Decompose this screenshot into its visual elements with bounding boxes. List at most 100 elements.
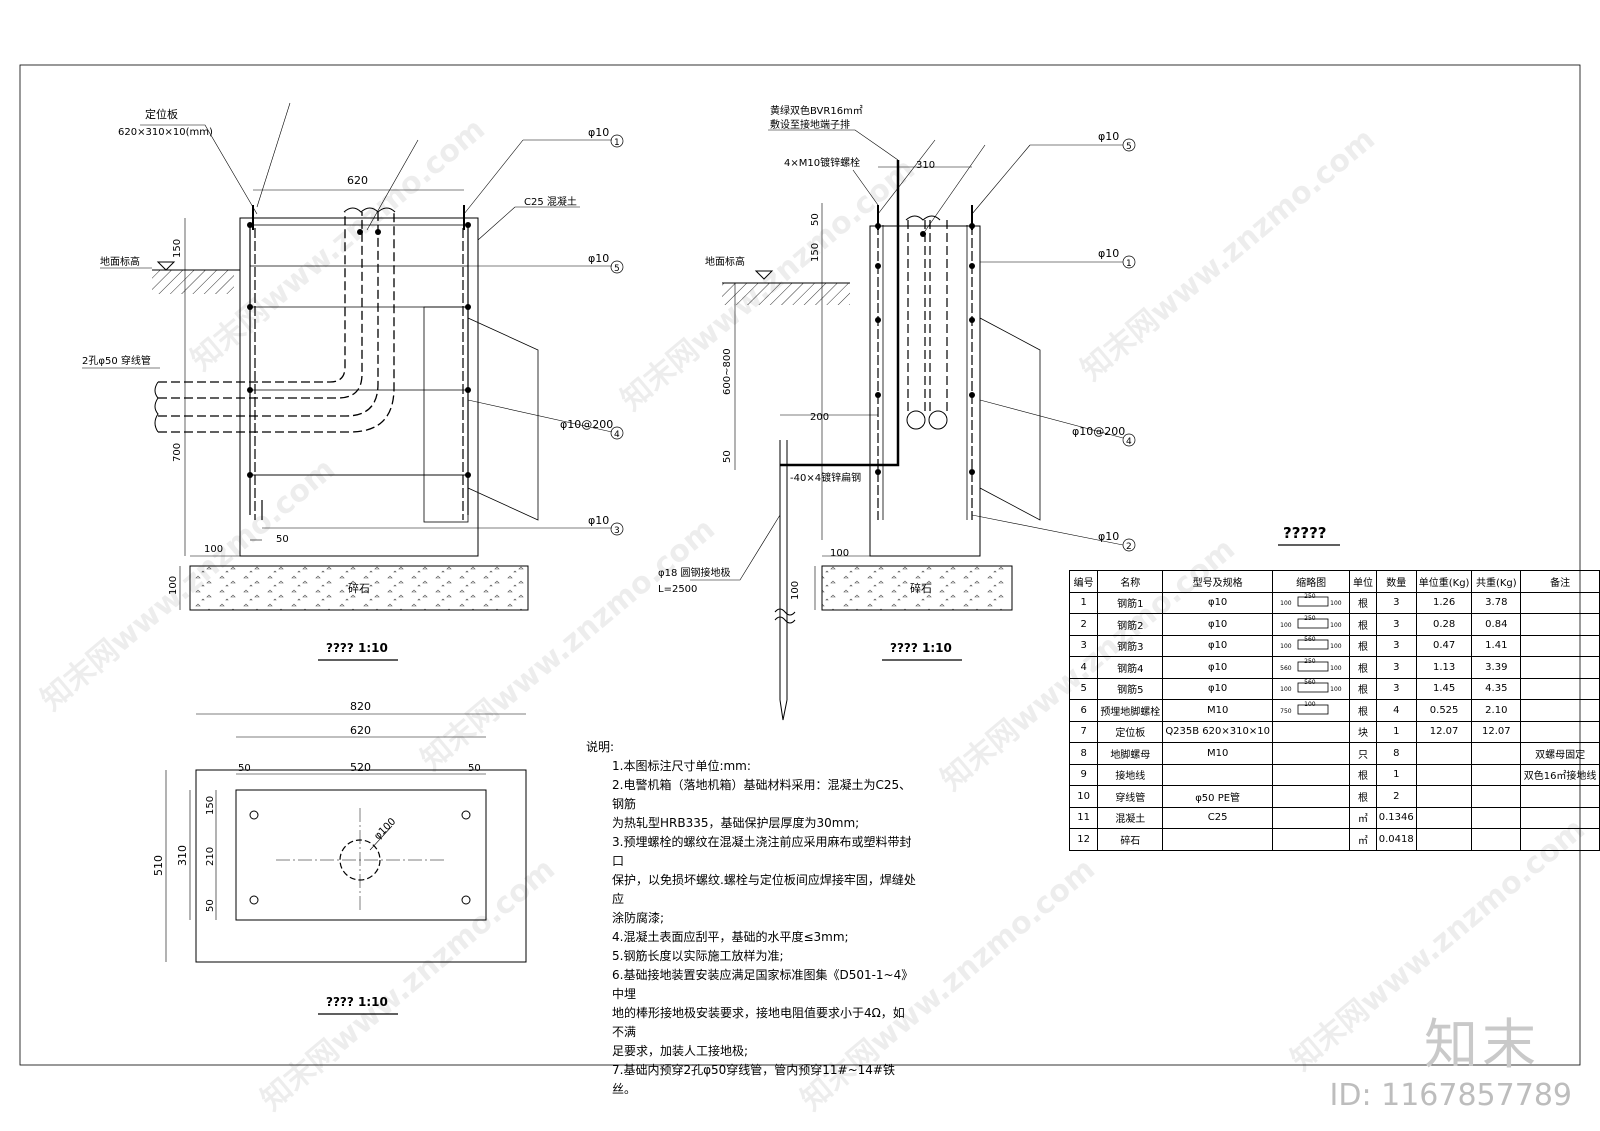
col-header: 单位重(Kg) (1415, 570, 1473, 593)
table-cell: 钢筋5 (1097, 677, 1164, 700)
note-line: 地的棒形接地极安装要求，接地电阻值要求小于4Ω，如不满 (612, 1006, 905, 1039)
note-line: 4.混凝土表面应刮平，基础的水平度≤3mm; (612, 930, 849, 944)
table-cell: 根 (1349, 699, 1377, 722)
brand-logo-text: 知末 (1424, 1013, 1540, 1076)
bar3-label: φ10 (588, 514, 609, 527)
bolt-spec-label: 4×M10镀锌螺栓 (784, 156, 860, 169)
bar4-label: φ10@200 (560, 418, 613, 431)
ground-rod-length-label: L=2500 (658, 584, 697, 595)
dim-150-mid-label: 150 (810, 243, 821, 262)
bar-number-1: 1 (614, 138, 620, 148)
note-line: 6.基础接地装置安装应满足国家标准图集《D501-1~4》中埋 (612, 968, 914, 1001)
ground-level-label: 地面标高 (100, 255, 140, 268)
dim-600-800-label: 600~800 (722, 348, 733, 395)
table-cell: 8 (1375, 742, 1417, 765)
sketch-dim-label: 100 (1280, 600, 1292, 608)
sketch-dim-label: 250 (1304, 593, 1316, 601)
table-cell: Q235B 620×310×10 (1162, 720, 1273, 743)
table-cell: 8 (1068, 742, 1099, 765)
table-cell: 5 (1068, 677, 1099, 700)
table-cell (1471, 785, 1522, 808)
table-cell (1520, 699, 1600, 722)
table-title: ????? (1283, 524, 1327, 542)
dim-310-label: 310 (916, 160, 935, 171)
col-header: 单位 (1349, 570, 1377, 593)
note-line: 为热轧型HRB335，基础保护层厚度为30mm; (612, 816, 860, 830)
table-cell: ㎥ (1349, 828, 1377, 851)
table-cell: 钢筋2 (1097, 613, 1164, 636)
plan-view: 820 620 520 50 50 510 310 150 210 50 φ10… (152, 700, 527, 1015)
image-id-label: ID: 1167857789 (1329, 1078, 1572, 1113)
dim-100-mid-gravel: 100 (790, 581, 801, 600)
table-cell: 接地线 (1097, 763, 1164, 786)
table-cell: 钢筋4 (1097, 656, 1164, 679)
table-cell: φ10 (1162, 634, 1273, 657)
note-line: 2.电警机箱（落地机箱）基础材料采用：混凝土为C25、钢筋 (612, 778, 912, 811)
table-cell: 双螺母固定 (1520, 742, 1600, 765)
table-cell: 4 (1068, 656, 1099, 679)
table-cell: 0.47 (1415, 634, 1473, 657)
table-cell: 钢筋1 (1097, 591, 1164, 614)
table-cell: 块 (1349, 720, 1377, 743)
table-cell: 混凝土 (1097, 806, 1164, 829)
dim-50-top-label: 50 (810, 213, 821, 226)
table-cell: 1 (1068, 591, 1099, 614)
table-cell: 9 (1068, 763, 1099, 786)
dim-50-bottom-label: 50 (722, 450, 733, 463)
mid-number-1: 1 (1126, 259, 1132, 269)
flat-steel-label: -40×4镀锌扁钢 (790, 471, 861, 484)
table-cell: 1.26 (1415, 591, 1473, 614)
table-cell: 0.525 (1415, 699, 1473, 722)
table-cell: 10 (1068, 785, 1099, 808)
table-cell (1520, 591, 1600, 614)
material-table: 编号 名称 型号及规格 缩略图 单位 数量 单位重(Kg) 共重(Kg) 备注 … (1068, 570, 1600, 851)
table-cell (1162, 763, 1273, 786)
sketch-dim-label: 100 (1330, 664, 1342, 672)
mid-bar1-label: φ10 (1098, 130, 1119, 143)
table-cell: ㎥ (1349, 806, 1377, 829)
table-cell: 7 (1068, 720, 1099, 743)
table-cell: M10 (1162, 699, 1273, 722)
plan-width-520: 520 (350, 761, 371, 774)
plan-dim-50-right: 50 (468, 763, 481, 774)
table-cell: 1 (1375, 763, 1417, 786)
table-cell: 根 (1349, 591, 1377, 614)
table-cell: 0.0418 (1375, 828, 1417, 851)
table-cell: 12 (1068, 828, 1099, 851)
drawing-frame (19, 64, 1581, 1066)
table-cell (1520, 613, 1600, 636)
sketch-dim-label: 560 (1304, 636, 1316, 644)
table-cell: 3 (1375, 656, 1417, 679)
table-cell: 根 (1349, 656, 1377, 679)
dim-50-label: 50 (276, 534, 289, 545)
plan-hole-label: φ100 (372, 816, 398, 842)
table-cell: 2.10 (1471, 699, 1522, 722)
plan-dim-50-left: 50 (238, 763, 251, 774)
table-cell: 2 (1375, 785, 1417, 808)
table-cell (1520, 828, 1600, 851)
note-line: 说明: (586, 740, 615, 754)
table-cell (1271, 806, 1351, 829)
table-cell: 双色16㎡接地线 (1520, 763, 1600, 786)
table-cell (1415, 785, 1473, 808)
table-cell: 根 (1349, 763, 1377, 786)
table-cell (1520, 656, 1600, 679)
note-line: 7.基础内预穿2孔φ50穿线管，管内预穿11#~14#铁丝。 (612, 1063, 895, 1096)
sketch-dim-label: 100 (1280, 643, 1292, 651)
table-cell: 定位板 (1097, 720, 1164, 743)
table-cell (1271, 720, 1351, 743)
table-cell: 穿线管 (1097, 785, 1164, 808)
table-cell: 根 (1349, 613, 1377, 636)
